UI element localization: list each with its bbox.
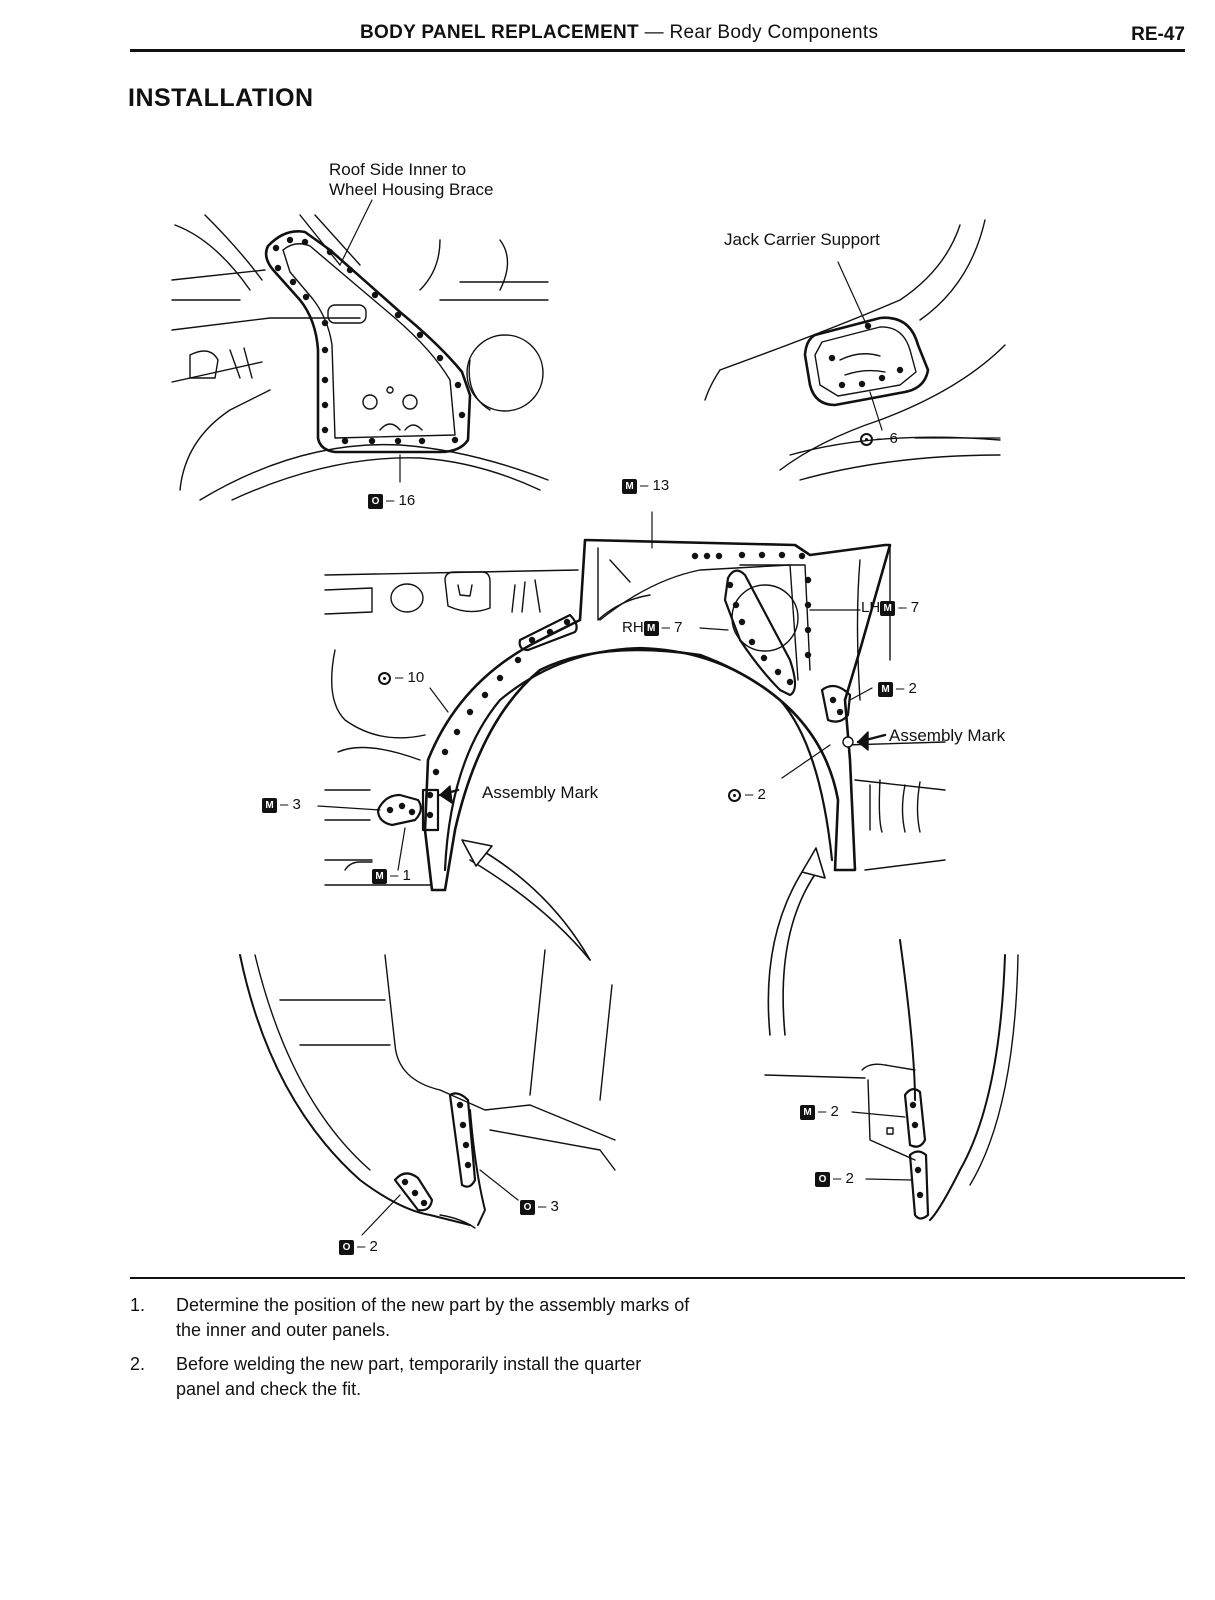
callout-count: – 2 [818,1103,839,1120]
spot-weld-square-icon: O [520,1199,535,1215]
callout-count: – 2 [745,786,766,803]
brace-detail [171,199,549,501]
callout-left-o10: – 10 [378,670,424,686]
callout-right-o2: – 2 [728,787,766,803]
callout-jack-o6: – 6 [860,431,898,447]
step-text: Before welding the new part, temporarily… [176,1354,642,1399]
plug-weld-icon [728,788,741,802]
header-section: BODY PANEL REPLACEMENT [360,22,639,43]
callout-left-m1: M– 1 [372,868,411,884]
callout-count: – 6 [877,430,898,447]
header-separator: — [644,22,664,43]
callout-br-o2: O– 2 [815,1171,854,1187]
page-header: BODY PANEL REPLACEMENT — Rear Body Compo… [130,18,1185,58]
callout-top-m13: M– 13 [622,478,669,494]
spot-weld-square-icon: O [815,1171,830,1187]
mig-weld-icon: M [643,620,659,636]
mig-weld-icon: M [878,681,893,697]
label-roof-side-inner-2: Wheel Housing Brace [329,180,494,199]
label-jack-carrier-support: Jack Carrier Support [724,230,880,249]
callout-count: – 3 [280,796,301,813]
callout-count: – 16 [386,492,416,509]
plug-weld-icon [378,671,391,685]
label-assembly-mark-left: Assembly Mark [482,783,599,802]
instruction-steps: 1. Determine the position of the new par… [130,1293,690,1411]
step-number: 1. [130,1295,146,1315]
page-number: RE-47 [1131,24,1185,45]
callout-right-m2: M– 2 [878,681,917,697]
bottom-left-detail [239,949,616,1236]
callout-brace-o16: O– 16 [368,493,415,509]
mig-weld-icon: M [800,1104,815,1120]
divider-rule [130,1277,1185,1279]
callout-bl-o2: O– 2 [339,1239,378,1255]
callout-count: – 2 [833,1170,854,1187]
mig-weld-icon: M [622,478,637,494]
callout-side-lh: LH [861,599,881,616]
jack-carrier-detail [704,219,1006,481]
label-roof-side-inner-1: Roof Side Inner to [329,160,467,179]
callout-count: – 7 [661,619,683,636]
step-number: 2. [130,1354,146,1374]
callout-br-m2: M– 2 [800,1104,839,1120]
callout-left-m3: M– 3 [262,797,301,813]
mig-weld-icon: M [880,600,896,616]
spot-weld-square-icon: O [339,1239,354,1255]
instruction-step: 1. Determine the position of the new par… [130,1293,690,1343]
step-text: Determine the position of the new part b… [176,1295,690,1340]
callout-count: – 2 [896,680,917,697]
mig-weld-icon: M [262,797,277,813]
callout-bl-o3: O– 3 [520,1199,559,1215]
header-subsection: Rear Body Components [669,22,879,43]
callout-side-rh: RH [622,619,644,636]
callout-count: – 7 [898,599,920,616]
callout-count: – 13 [640,477,670,494]
callout-count: – 1 [390,867,411,884]
plug-weld-icon [860,432,873,446]
bottom-right-detail [764,939,1019,1221]
header-rule [130,49,1185,52]
mig-weld-icon: M [372,868,387,884]
label-assembly-mark-right: Assembly Mark [889,726,1006,745]
callout-count: – 2 [357,1238,378,1255]
header-title: BODY PANEL REPLACEMENT — Rear Body Compo… [360,22,878,44]
callout-count: – 3 [538,1198,559,1215]
section-title: INSTALLATION [128,84,314,112]
wheelhouse-detail [317,511,946,1036]
spot-weld-square-icon: O [368,493,383,509]
instruction-step: 2. Before welding the new part, temporar… [130,1352,690,1402]
callout-count: – 10 [395,669,425,686]
